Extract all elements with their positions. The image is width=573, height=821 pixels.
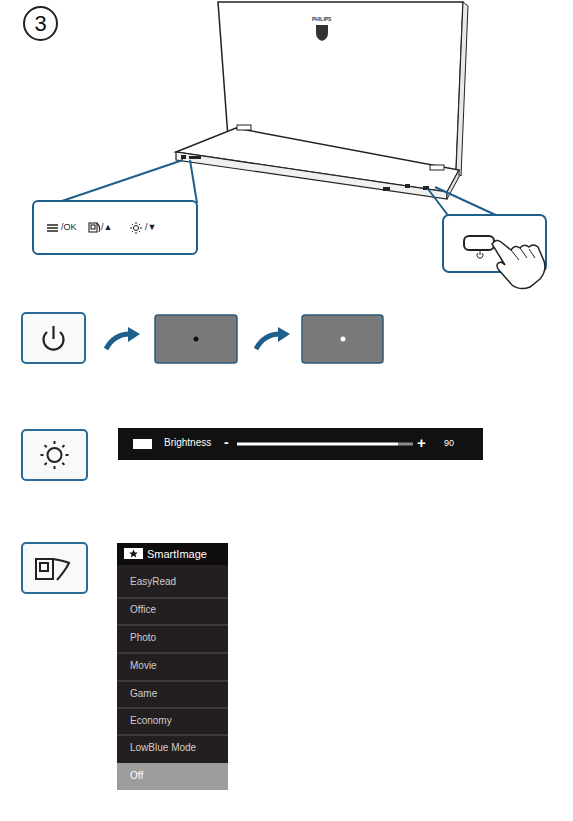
node-heading: 3 [34,13,46,35]
led-dark [194,337,199,342]
brightness-icon [130,222,142,234]
menu-ground [117,543,228,790]
lid-edge [456,2,468,176]
smartimage-icon [89,223,100,232]
node-heading: Brightness [164,438,211,448]
step-arrow [106,334,130,349]
screen-led-on [302,315,383,363]
power-button [464,236,494,250]
slider-empty [398,443,413,446]
arrowhead [128,327,140,342]
sun-icon [41,441,69,469]
node-text: Game [130,689,157,699]
star [129,550,138,558]
hand [492,240,545,288]
node-text: EasyRead [130,577,176,587]
menu-selected [117,763,228,790]
smartimage-menu: SmartImageEasyReadOfficePhotoMovieGameEc… [117,543,228,790]
node-text: Economy [130,716,172,726]
brand-logo-text: PHILIPS [312,17,331,22]
node-text: /▼ [145,223,156,232]
button [181,155,186,159]
button-callout: /OK /▲ /▼ [32,200,198,255]
node-text: /▲ [101,223,112,232]
port [405,184,410,188]
port [383,187,390,191]
step-number: 3 [23,6,58,41]
smartimage-symbol [36,559,69,580]
node-heading: SmartImage [147,549,207,560]
power-icon-box [22,313,85,363]
brightness-bar-ground [118,428,483,460]
node-text: + [417,435,426,450]
brightness-bar: Brightness - +90 [118,428,483,460]
power-symbol [44,326,64,350]
logo-shield [316,25,328,41]
leader-line [190,160,197,203]
node-text: Office [130,605,156,615]
step-arrow [256,334,280,349]
menu-header [117,543,228,565]
arrowhead [278,327,290,342]
slider-filled [237,443,398,446]
star-box [124,548,143,559]
leader-line [62,160,183,201]
base-front [176,152,447,199]
node-text: Photo [130,633,156,643]
menu-icon [47,225,58,231]
bar-icon [133,439,152,449]
node-text: Off [130,771,143,781]
node-text: - [224,435,229,449]
leader-line [435,187,500,217]
button [189,156,201,159]
node-text: 90 [444,439,454,448]
brightness-icon-box [22,430,87,480]
hinge [237,125,251,130]
menu-separators [117,598,228,735]
led-white [341,337,346,342]
screen-led-off [155,315,237,363]
hinge [430,165,444,170]
node-heading: /OK [61,223,77,232]
node-text: Movie [130,661,157,671]
finger-lines [511,248,535,260]
power-symbol-small [477,251,483,258]
node-text: LowBlue Mode [130,743,196,753]
smartimage-icon-box [22,543,87,593]
